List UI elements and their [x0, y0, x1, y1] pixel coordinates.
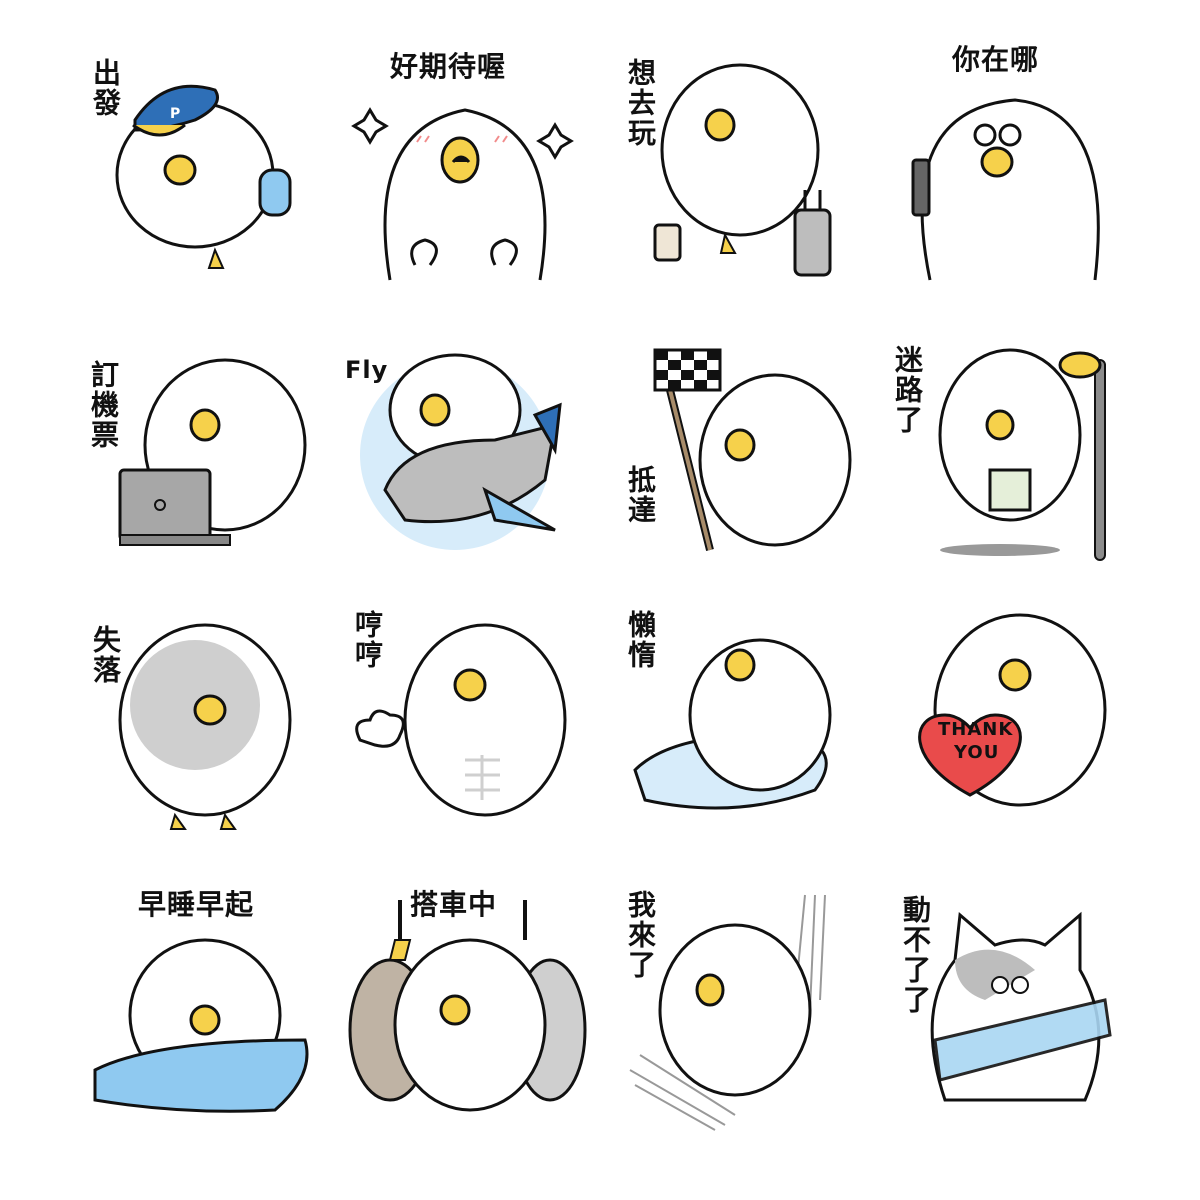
duck-checkered-flag-icon	[653, 348, 852, 551]
duck-map-streetlamp-icon	[938, 348, 1106, 561]
sticker-caption: 好期待喔	[390, 50, 507, 83]
sticker-depart[interactable]: 出發 P	[60, 40, 330, 320]
sticker-want-play[interactable]: 想去玩	[600, 40, 870, 320]
sticker-cant-move[interactable]: 動不了了	[870, 880, 1140, 1160]
duck-muscle-icon	[355, 623, 567, 817]
sticker-caption: 我來了	[624, 890, 657, 980]
sticker-caption: 失落	[89, 625, 122, 685]
sticker-arrive[interactable]: 抵達	[600, 320, 870, 600]
sticker-caption: Fly	[345, 356, 389, 384]
duck-sleep-blanket-icon	[93, 938, 309, 1113]
duck-heart-icon	[918, 613, 1107, 807]
duck-train-handles-icon	[348, 900, 587, 1112]
sticker-grid: 出發 P 好期待喔 想去玩	[60, 40, 1140, 1160]
sticker-caption: 迷路了	[891, 345, 924, 435]
sticker-caption: 想去玩	[624, 58, 657, 148]
duck-laptop-icon	[118, 358, 307, 546]
heart-text-line-2: YOU	[954, 742, 1000, 763]
duck-suitcase-icon	[653, 63, 832, 277]
svg-text:P: P	[170, 106, 180, 122]
sticker-thank-you[interactable]: THANK YOU	[870, 600, 1140, 880]
sticker-caption: 動不了了	[899, 895, 932, 1015]
sticker-caption: 懶惰	[624, 610, 657, 670]
sticker-where-are-you[interactable]: 你在哪	[870, 40, 1140, 320]
duck-speed-lines-icon	[629, 894, 826, 1131]
sticker-disappointed[interactable]: 失落	[60, 600, 330, 880]
cat-taped-icon	[930, 911, 1112, 1102]
duck-sparkles-icon	[351, 107, 574, 281]
sticker-lost-way[interactable]: 迷路了	[870, 320, 1140, 600]
sticker-riding-train[interactable]: 搭車中	[330, 880, 600, 1160]
duck-gloomy-icon	[118, 623, 292, 830]
duck-lazy-mat-icon	[633, 638, 832, 810]
sticker-caption: 哼哼	[351, 610, 384, 670]
sticker-caption: 出發	[89, 58, 122, 118]
sticker-fly[interactable]: Fly	[330, 320, 600, 600]
duck-phone-icon	[911, 98, 1100, 281]
duck-airplane-icon	[360, 353, 562, 550]
duck-cap-water-bottle-icon: P	[115, 84, 292, 269]
heart-text-line-1: THANK	[938, 719, 1014, 740]
sticker-book-ticket[interactable]: 訂機票	[60, 320, 330, 600]
sticker-caption: 訂機票	[87, 360, 120, 450]
sticker-caption: 你在哪	[952, 43, 1040, 76]
sticker-excited[interactable]: 好期待喔	[330, 40, 600, 320]
sticker-early-sleep[interactable]: 早睡早起	[60, 880, 330, 1160]
sticker-caption: 搭車中	[410, 888, 498, 921]
sticker-lazy[interactable]: 懶惰	[600, 600, 870, 880]
sticker-here-i-come[interactable]: 我來了	[600, 880, 870, 1160]
sticker-caption: 早睡早起	[138, 888, 255, 921]
sticker-hmph[interactable]: 哼哼	[330, 600, 600, 880]
sticker-caption: 抵達	[624, 465, 657, 525]
